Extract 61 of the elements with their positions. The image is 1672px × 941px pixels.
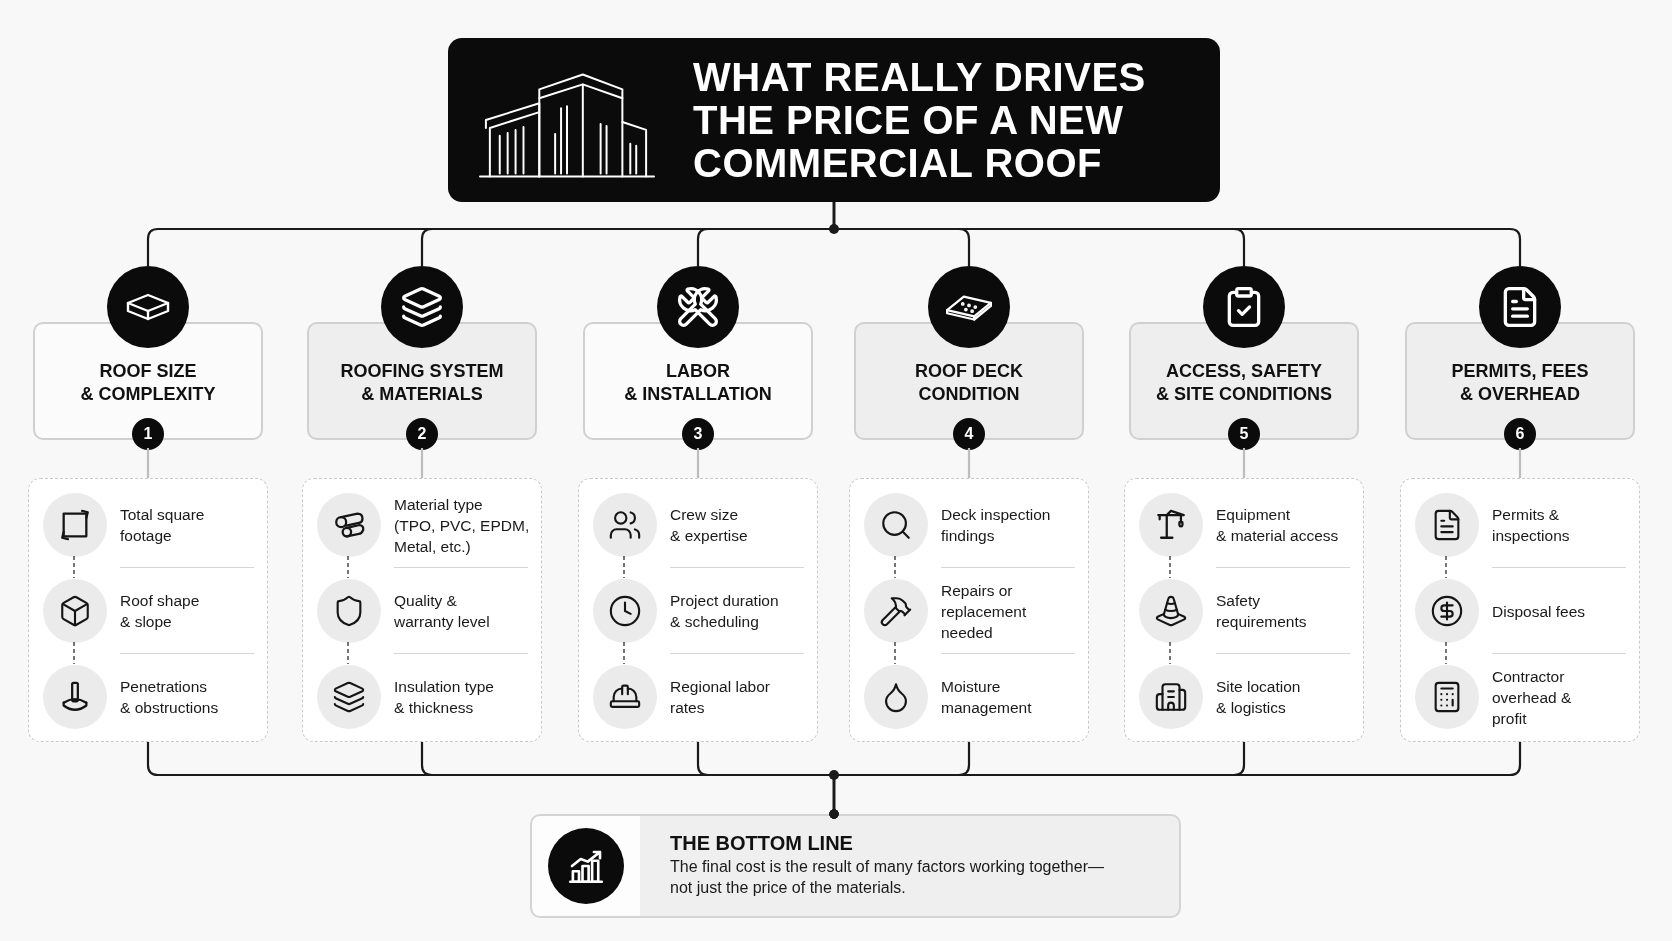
factor-panel [1124, 478, 1364, 742]
factor-text: Site location & logistics [1216, 677, 1301, 718]
dashed-connector [1445, 641, 1447, 665]
step-number: 1 [132, 418, 164, 450]
connector-line [1518, 448, 1522, 478]
connector-line [832, 202, 1522, 266]
dashed-connector [894, 641, 896, 665]
dashed-connector [347, 641, 349, 665]
banner-heading: WHAT REALLY DRIVES THE PRICE OF A NEW COMMERCIAL ROOF [693, 56, 1146, 185]
step-number: 4 [953, 418, 985, 450]
factor-text: Penetrations & obstructions [120, 677, 219, 718]
dashed-connector [623, 555, 625, 579]
factor-panel [1400, 478, 1640, 742]
factor-text: Total square footage [120, 505, 205, 546]
factor-text: Equipment & material access [1216, 505, 1339, 546]
step-number: 5 [1228, 418, 1260, 450]
dashed-connector [347, 555, 349, 579]
step-number: 6 [1504, 418, 1536, 450]
factor-panel [302, 478, 542, 742]
summary-heading: THE BOTTOM LINE [670, 831, 854, 856]
title-banner [448, 38, 1220, 202]
dashed-connector [1445, 555, 1447, 579]
factor-panel [849, 478, 1089, 742]
dashed-connector [1169, 641, 1171, 665]
step-number: 2 [406, 418, 438, 450]
factor-text: Repairs or replacement needed [941, 580, 1027, 643]
factor-text: Crew size & expertise [670, 505, 748, 546]
category-heading: ACCESS, SAFETY & SITE CONDITIONS [1156, 360, 1332, 406]
category-heading: LABOR & INSTALLATION [624, 360, 772, 406]
factor-text: Permits & inspections [1492, 505, 1570, 546]
factor-text: Regional labor rates [670, 677, 770, 718]
dashed-connector [73, 555, 75, 579]
factor-text: Deck inspection findings [941, 505, 1051, 546]
dashed-connector [1169, 555, 1171, 579]
category-heading: ROOFING SYSTEM & MATERIALS [340, 360, 504, 406]
factor-text: Project duration & scheduling [670, 591, 779, 632]
factor-panel [28, 478, 268, 742]
factor-text: Moisture management [941, 677, 1032, 718]
connector-line [967, 448, 971, 478]
factor-text: Insulation type & thickness [394, 677, 494, 718]
category-heading: PERMITS, FEES & OVERHEAD [1451, 360, 1589, 406]
dashed-connector [894, 555, 896, 579]
connector-line [829, 742, 1522, 819]
factor-text: Quality & warranty level [394, 591, 490, 632]
connector-line [146, 448, 150, 478]
factor-text: Roof shape & slope [120, 591, 200, 632]
summary-text: The final cost is the result of many factors working together— not just the price of the materials. [670, 857, 1104, 898]
step-number: 3 [682, 418, 714, 450]
connector-line [420, 448, 424, 478]
dashed-connector [623, 641, 625, 665]
dashed-connector [73, 641, 75, 665]
factor-text: Disposal fees [1492, 601, 1586, 622]
connector-line [696, 448, 700, 478]
factor-text: Safety requirements [1216, 591, 1307, 632]
category-heading: ROOF SIZE & COMPLEXITY [80, 360, 216, 406]
factor-panel [578, 478, 818, 742]
summary-box [530, 814, 1181, 918]
connector-line [1242, 448, 1246, 478]
category-heading: ROOF DECK CONDITION [915, 360, 1023, 406]
factor-text: Material type (TPO, PVC, EPDM, Metal, etc.) [394, 494, 530, 557]
factor-text: Contractor overhead & profit [1492, 666, 1572, 729]
